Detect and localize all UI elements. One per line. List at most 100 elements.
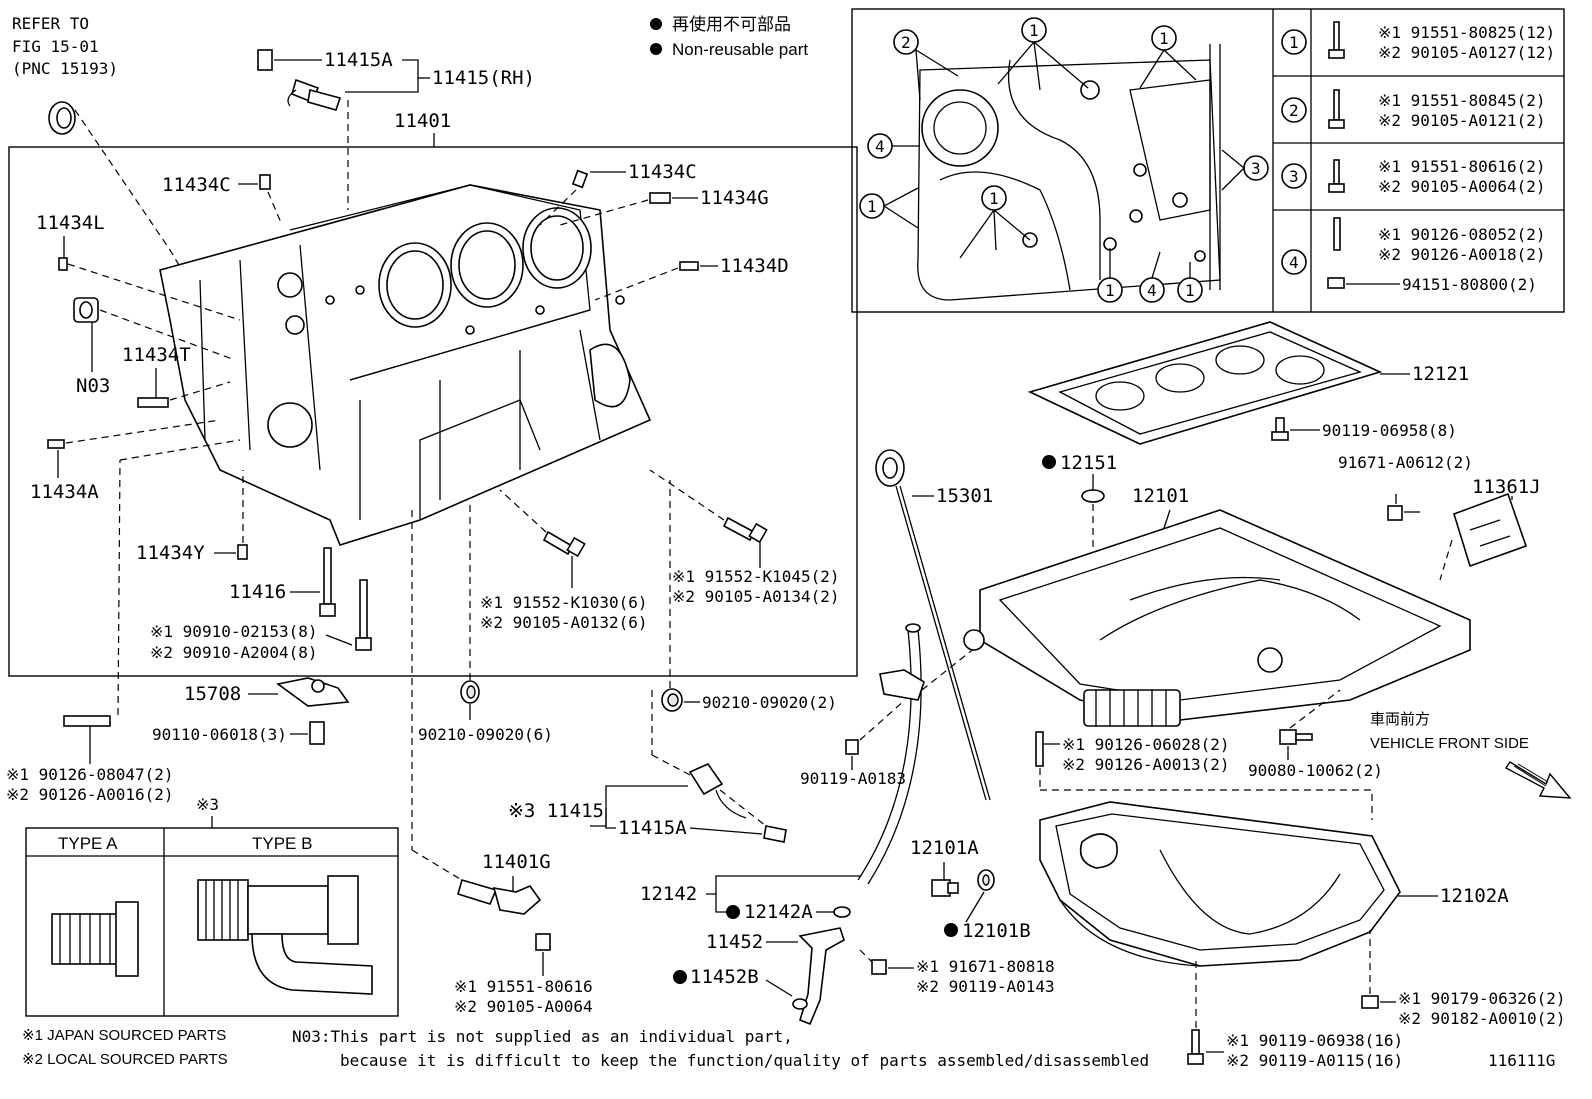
nut-90179 (1361, 995, 1379, 1009)
svg-text:4: 4 (875, 137, 885, 156)
cylinder-block (159, 184, 652, 546)
block-group-frame (8, 146, 858, 677)
svg-text:※2 90126-A0018(2): ※2 90126-A0018(2) (1378, 245, 1546, 264)
label-11434C-left: 11434C (162, 174, 231, 196)
svg-text:1: 1 (1029, 21, 1039, 40)
note-local-sourced: ※2 LOCAL SOURCED PARTS (22, 1051, 228, 1068)
note-N03-line1: N03:This part is not supplied as an indi… (292, 1027, 793, 1046)
label-12101A: 12101A (910, 837, 979, 859)
figure-id: 116111G (1488, 1051, 1555, 1070)
label-11401G: 11401G (482, 851, 551, 873)
label-91552-K1045-b: ※2 90105-A0134(2) (672, 587, 840, 606)
inset-pan-drawing (917, 44, 1221, 301)
label-note3: ※3 (196, 795, 219, 814)
label-90119-A0143: ※2 90119-A0143 (916, 977, 1055, 996)
stud-90126 (63, 715, 111, 727)
label-90105-A0064: ※2 90105-A0064 (454, 997, 593, 1016)
svg-text:1: 1 (989, 189, 999, 208)
label-90110: 90110-06018(3) (152, 725, 287, 744)
bracket-15708 (276, 677, 350, 707)
type-box: TYPE A TYPE B (25, 827, 399, 1017)
baffle-plate-12121 (1027, 321, 1383, 445)
label-91552-K1045-a: ※1 91552-K1045(2) (672, 567, 840, 586)
front-arrow-icon (1504, 761, 1572, 799)
label-90210-left: 90210-09020(6) (418, 725, 553, 744)
svg-text:再使用不可部品: 再使用不可部品 (672, 14, 791, 34)
front-label-en: VEHICLE FRONT SIDE (1370, 735, 1529, 752)
pin-11434Y (237, 544, 248, 560)
label-11415A-lower: 11415A (618, 817, 687, 839)
inset-callouts: 1 1 2 4 1 1 3 1 4 1 (859, 17, 1269, 303)
svg-text:94151-80800(2): 94151-80800(2) (1402, 275, 1537, 294)
svg-text:※1 91551-80616(2): ※1 91551-80616(2) (1378, 157, 1546, 176)
bolt-11416 (319, 547, 372, 651)
oil-seal (48, 101, 76, 135)
label-11434A: 11434A (30, 481, 99, 503)
legend-non-reusable: 再使用不可部品 Non-reusable part (650, 14, 808, 59)
svg-text:1: 1 (1185, 281, 1195, 300)
plug-11434G (649, 192, 671, 204)
label-15708: 15708 (184, 683, 241, 705)
svg-text:TYPE B: TYPE B (252, 834, 312, 853)
label-11452: 11452 (706, 931, 763, 953)
bolt-table-row-2: 2 ※1 91551-80845(2) ※2 90105-A0121(2) (1281, 89, 1546, 130)
svg-text:Non-reusable part: Non-reusable part (672, 40, 808, 59)
label-11416-bolt2: ※2 90910-A2004(8) (150, 643, 318, 662)
bolt-90110 (309, 721, 325, 745)
label-12101: 12101 (1132, 485, 1189, 507)
pin-11434T (137, 397, 169, 408)
gasket-12101B (977, 869, 995, 891)
label-11361J: 11361J (1472, 476, 1541, 498)
oil-jet-lower (688, 763, 787, 843)
bolt-91671-A0612 (1387, 505, 1403, 521)
plug-11434C-left (259, 174, 271, 190)
label-91671-80818: ※1 91671-80818 (916, 957, 1055, 976)
label-15301: 15301 (936, 485, 993, 507)
refer-note: REFER TO FIG 15-01 (PNC 15193) (12, 14, 118, 78)
bolt-90119-A0183 (845, 739, 859, 755)
stud-90126-06028 (1035, 731, 1044, 767)
drain-plug-12101A (931, 879, 959, 897)
svg-text:FIG 15-01: FIG 15-01 (12, 37, 99, 56)
pin-11434A (47, 439, 65, 449)
sensor-11401G (457, 879, 551, 951)
label-11416-bolt1: ※1 90910-02153(8) (150, 622, 318, 641)
svg-text:REFER TO: REFER TO (12, 14, 89, 33)
svg-text:1: 1 (867, 197, 877, 216)
label-11401: 11401 (394, 110, 451, 132)
svg-text:2: 2 (901, 33, 911, 52)
oring-12142A (833, 906, 851, 918)
label-11434Y: 11434Y (136, 542, 205, 564)
front-label-jp: 車両前方 (1370, 711, 1430, 728)
svg-text:4: 4 (1289, 253, 1299, 272)
oil-pan-upper-12101 (963, 509, 1471, 727)
svg-text:※1 90126-08052(2): ※1 90126-08052(2) (1378, 225, 1546, 244)
svg-text:2: 2 (1289, 101, 1299, 120)
label-90210-right: 90210-09020(2) (702, 693, 837, 712)
bolt-table: 1 ※1 91551-80825(12) ※2 90105-A0127(12) … (1281, 21, 1555, 294)
note-N03-line2: because it is difficult to keep the func… (340, 1051, 1149, 1070)
svg-text:4: 4 (1147, 281, 1157, 300)
label-90126-A0013: ※2 90126-A0013(2) (1062, 755, 1230, 774)
svg-text:※2 90105-A0064(2): ※2 90105-A0064(2) (1378, 177, 1546, 196)
label-12102A: 12102A (1440, 885, 1509, 907)
plug-11434C-right (571, 169, 589, 189)
svg-text:1: 1 (1289, 33, 1299, 52)
label-11434L: 11434L (36, 212, 105, 234)
label-91551-80616: ※1 91551-80616 (454, 977, 593, 996)
label-12121: 12121 (1412, 363, 1469, 385)
bolt-table-row-1: 1 ※1 91551-80825(12) ※2 90105-A0127(12) (1281, 21, 1555, 62)
dipstick-guide-12142 (857, 623, 925, 885)
note-japan-sourced: ※1 JAPAN SOURCED PARTS (22, 1027, 226, 1044)
bolt-layout-inset (851, 8, 1565, 313)
label-90119-A0115: ※2 90119-A0115(16) (1226, 1051, 1403, 1070)
pin-11434L (58, 257, 68, 271)
svg-text:1: 1 (1159, 29, 1169, 48)
label-11415-type3: ※3 11415 (508, 800, 604, 822)
svg-text:TYPE A: TYPE A (58, 834, 118, 853)
bolt-90119-06958 (1271, 417, 1289, 441)
guide-11452 (798, 927, 845, 1026)
label-11434C-right: 11434C (628, 161, 697, 183)
bolt-91552-K1030 (542, 530, 586, 558)
